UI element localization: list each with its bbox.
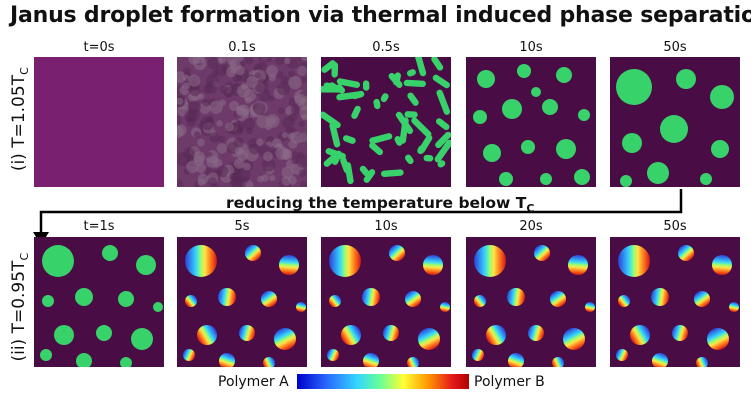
panel-r1-c5 (610, 57, 740, 187)
time-label-r1-c3: 0.5s (372, 40, 400, 55)
transition-sub: C (526, 202, 535, 216)
time-label-r2-c4: 20s (519, 219, 543, 234)
time-label-r1-c1: t=0s (83, 40, 115, 55)
legend-left-label: Polymer A (218, 374, 289, 390)
time-label-r2-c1: t=1s (83, 219, 115, 234)
panel-r1-c2 (177, 57, 307, 187)
panel-r2-c5 (610, 237, 740, 367)
time-label-r2-c2: 5s (234, 219, 250, 234)
time-label-r2-c5: 50s (663, 219, 687, 234)
polymer-colorbar (297, 374, 469, 389)
panel-r2-c3 (321, 237, 451, 367)
legend-right-label: Polymer B (474, 374, 545, 390)
panel-r2-c4 (466, 237, 596, 367)
transition-label: reducing the temperature below TC (226, 194, 534, 215)
time-label-r1-c5: 50s (663, 40, 687, 55)
time-label-r1-c2: 0.1s (228, 40, 256, 55)
panel-r1-c1 (34, 57, 164, 187)
transition-text: reducing the temperature below T (226, 194, 527, 212)
panel-r1-c3 (321, 57, 451, 187)
time-label-r1-c4: 10s (519, 40, 543, 55)
figure-title: Janus droplet formation via thermal indu… (10, 3, 751, 28)
panel-r2-c1 (34, 237, 164, 367)
panel-r2-c2 (177, 237, 307, 367)
time-label-r2-c3: 10s (374, 219, 398, 234)
panel-r1-c4 (466, 57, 596, 187)
